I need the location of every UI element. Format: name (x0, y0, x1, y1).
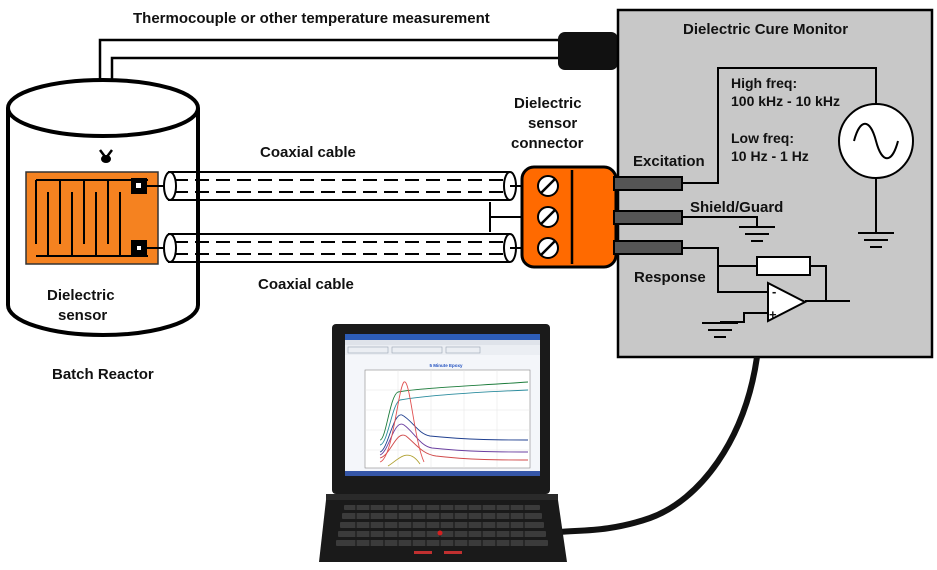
screw-terminal-icon (537, 175, 559, 259)
ground-icon (702, 322, 738, 338)
thermocouple-label: Thermocouple or other temperature measur… (133, 10, 490, 27)
mouse-button-left (414, 551, 432, 554)
connector-label-line2: sensor (528, 115, 577, 132)
opamp-minus-sign: - (772, 284, 776, 299)
coaxial-cable-bottom (147, 233, 540, 263)
interdigitated-electrodes-icon (35, 179, 148, 257)
op-amp-icon (767, 281, 808, 323)
monitor-usb-cable (559, 356, 760, 535)
low-freq-range: 10 Hz - 1 Hz (731, 148, 809, 164)
sensor-label-line1: Dielectric (47, 287, 115, 304)
screen-chart-title: 5 Minute Epoxy (429, 363, 463, 368)
mouse-button-right (444, 551, 462, 554)
low-freq-title: Low freq: (731, 130, 794, 146)
thermocouple-plug (558, 32, 618, 70)
high-freq-title: High freq: (731, 75, 797, 91)
sensor-connector (520, 165, 618, 269)
coax-bottom-label: Coaxial cable (258, 276, 354, 293)
excitation-label: Excitation (633, 153, 705, 170)
trackpoint (437, 530, 443, 536)
response-wiring (682, 247, 850, 323)
sensor-label-line2: sensor (58, 307, 107, 324)
connector-pins (613, 176, 683, 255)
coax-top-label: Coaxial cable (260, 144, 356, 161)
batch-reactor-label: Batch Reactor (52, 366, 154, 383)
high-freq-range: 100 kHz - 10 kHz (731, 93, 840, 109)
sine-wave-source-icon (838, 103, 914, 179)
response-label: Response (634, 269, 706, 286)
coaxial-cable-top (147, 171, 540, 201)
connector-label-line3: connector (511, 135, 584, 152)
dielectric-sensor (25, 171, 159, 265)
excitation-wiring (682, 67, 877, 232)
shield-guard-wiring (682, 216, 758, 226)
resistor-icon (756, 256, 811, 276)
connector-label-line1: Dielectric (514, 95, 582, 112)
shield-guard-label: Shield/Guard (690, 199, 783, 216)
ground-icon (739, 226, 775, 242)
opamp-plus-sign: + (769, 307, 777, 322)
monitor-title: Dielectric Cure Monitor (683, 21, 848, 38)
ground-icon (858, 232, 894, 248)
laptop-icon: 5 Minute Epoxy (319, 324, 567, 562)
thermocouple-bead (101, 155, 111, 163)
